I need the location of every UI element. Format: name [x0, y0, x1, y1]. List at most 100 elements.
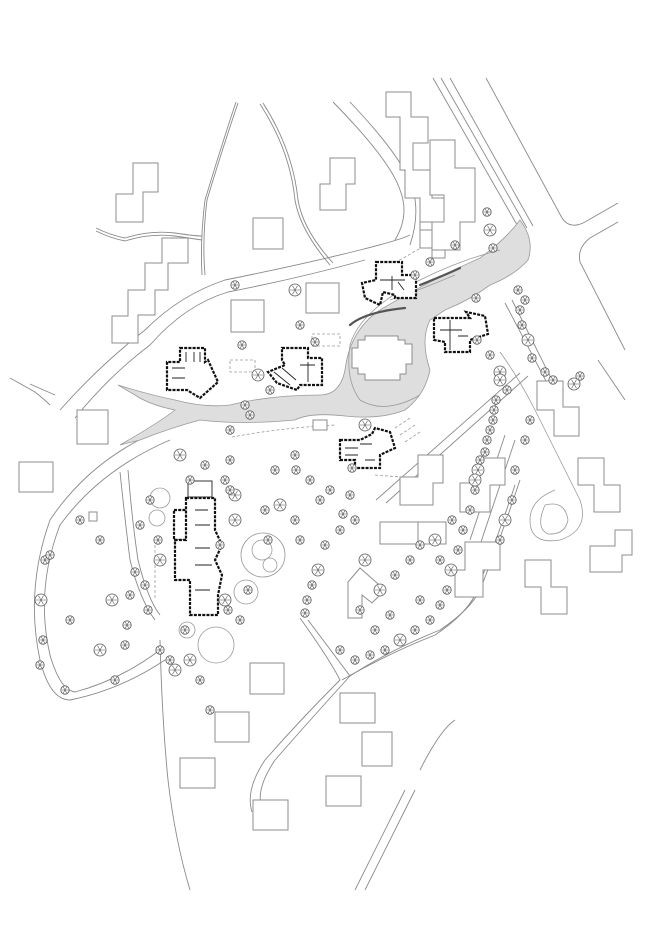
tree-icon-detail: [61, 686, 69, 694]
tree-icon-detail: [308, 581, 316, 589]
tree-icon-detail: [229, 515, 241, 525]
tree-icon-detail: [348, 464, 356, 472]
tree-icon-detail: [181, 626, 189, 634]
tree-icon-detail: [238, 341, 246, 349]
roads-layer: [9, 77, 626, 891]
tree-icon-detail: [136, 521, 144, 529]
tree-icon-detail: [394, 635, 406, 645]
tree-icon-detail: [301, 609, 309, 617]
tree-icon-detail: [184, 655, 196, 665]
tree-icon-detail: [483, 208, 491, 216]
tree-icon-detail: [66, 616, 74, 624]
tree-icon-detail: [514, 286, 522, 294]
tree-icon-detail: [518, 321, 526, 329]
tree-icon-detail: [473, 336, 481, 344]
tree-icon-detail: [226, 426, 234, 434]
tree-icon-detail: [291, 516, 299, 524]
tree-icon-detail: [123, 621, 131, 629]
tree-icon-detail: [336, 646, 344, 654]
tree-icon-detail: [36, 661, 44, 669]
tree-icon-detail: [492, 396, 500, 404]
tree-icon-detail: [471, 486, 479, 494]
tree-icon-detail: [216, 541, 224, 549]
tree-icon-detail: [508, 496, 516, 504]
tree-icon-detail: [443, 586, 451, 594]
tree-icon-detail: [499, 515, 511, 525]
decks: [229, 333, 421, 443]
tree-icon-detail: [196, 676, 204, 684]
tree-icon-detail: [46, 551, 54, 559]
tree-icon-detail: [486, 351, 494, 359]
tree-icon-detail: [346, 491, 354, 499]
tree-icon-detail: [35, 595, 47, 605]
tree-icon-detail: [528, 354, 536, 362]
trees-layer: [34, 207, 585, 715]
tree-icon-detail: [486, 426, 494, 434]
tree-icon-detail: [481, 448, 489, 456]
tree-icon-detail: [154, 536, 162, 544]
tree-icon-detail: [445, 565, 457, 575]
tree-icon-detail: [174, 450, 186, 460]
tree-icon-detail: [252, 370, 264, 380]
tree-icon-detail: [484, 225, 496, 235]
tree-icon-detail: [156, 646, 164, 654]
tree-icon-detail: [111, 676, 119, 684]
tree-icon-detail: [426, 258, 434, 266]
tree-icon-detail: [469, 475, 481, 485]
tree-icon-detail: [429, 535, 441, 545]
tree-icon-detail: [472, 294, 480, 302]
tree-icon-detail: [274, 500, 286, 510]
tree-icon-detail: [541, 368, 549, 376]
tree-icon-detail: [224, 606, 232, 614]
tree-icon-detail: [411, 626, 419, 634]
tree-icon-detail: [374, 585, 386, 595]
tree-icon-detail: [186, 476, 194, 484]
tree-icon-detail: [244, 586, 252, 594]
tree-icon-detail: [321, 541, 329, 549]
tree-icon-detail: [154, 555, 166, 565]
tree-icon-detail: [271, 466, 279, 474]
tree-icon-detail: [568, 379, 580, 389]
tree-icon-detail: [312, 565, 324, 575]
tree-icon-detail: [231, 281, 239, 289]
tree-icon-detail: [246, 411, 254, 419]
tree-icon-detail: [359, 420, 371, 430]
tree-icon-detail: [526, 416, 534, 424]
tree-icon-detail: [76, 516, 84, 524]
tree-icon-detail: [311, 338, 319, 346]
tree-icon-detail: [359, 555, 371, 565]
tree-icon-detail: [146, 496, 154, 504]
tree-icon-detail: [549, 376, 557, 384]
tree-icon-detail: [316, 496, 324, 504]
tree-icon-detail: [454, 546, 462, 554]
tree-icon-detail: [339, 510, 347, 518]
tree-icon-detail: [521, 296, 529, 304]
tree-icon-detail: [206, 706, 214, 714]
tree-icon-detail: [141, 581, 149, 589]
central-block: [351, 335, 413, 381]
tree-icon-detail: [356, 606, 364, 614]
tree-icon-detail: [229, 490, 241, 500]
existing-houses: [18, 91, 633, 831]
tree-icon-detail: [226, 486, 234, 494]
tree-icon-detail: [296, 321, 304, 329]
tree-icon-detail: [241, 401, 249, 409]
tree-icon-detail: [366, 651, 374, 659]
tree-icon-detail: [266, 386, 274, 394]
tree-icon-detail: [131, 568, 139, 576]
tree-icon-detail: [496, 536, 504, 544]
tree-icon-detail: [264, 536, 272, 544]
tree-icon-detail: [166, 656, 174, 664]
tree-icon-detail: [144, 606, 152, 614]
tree-icon-detail: [106, 595, 118, 605]
tree-icon-detail: [39, 636, 47, 644]
tree-icon-detail: [326, 486, 334, 494]
tree-icon-detail: [381, 646, 389, 654]
tree-icon-detail: [261, 506, 269, 514]
tree-icon-detail: [426, 616, 434, 624]
tree-icon-detail: [201, 461, 209, 469]
new-building-long-south: [172, 480, 224, 617]
round-features: [148, 487, 286, 664]
tree-icon-detail: [516, 306, 524, 314]
